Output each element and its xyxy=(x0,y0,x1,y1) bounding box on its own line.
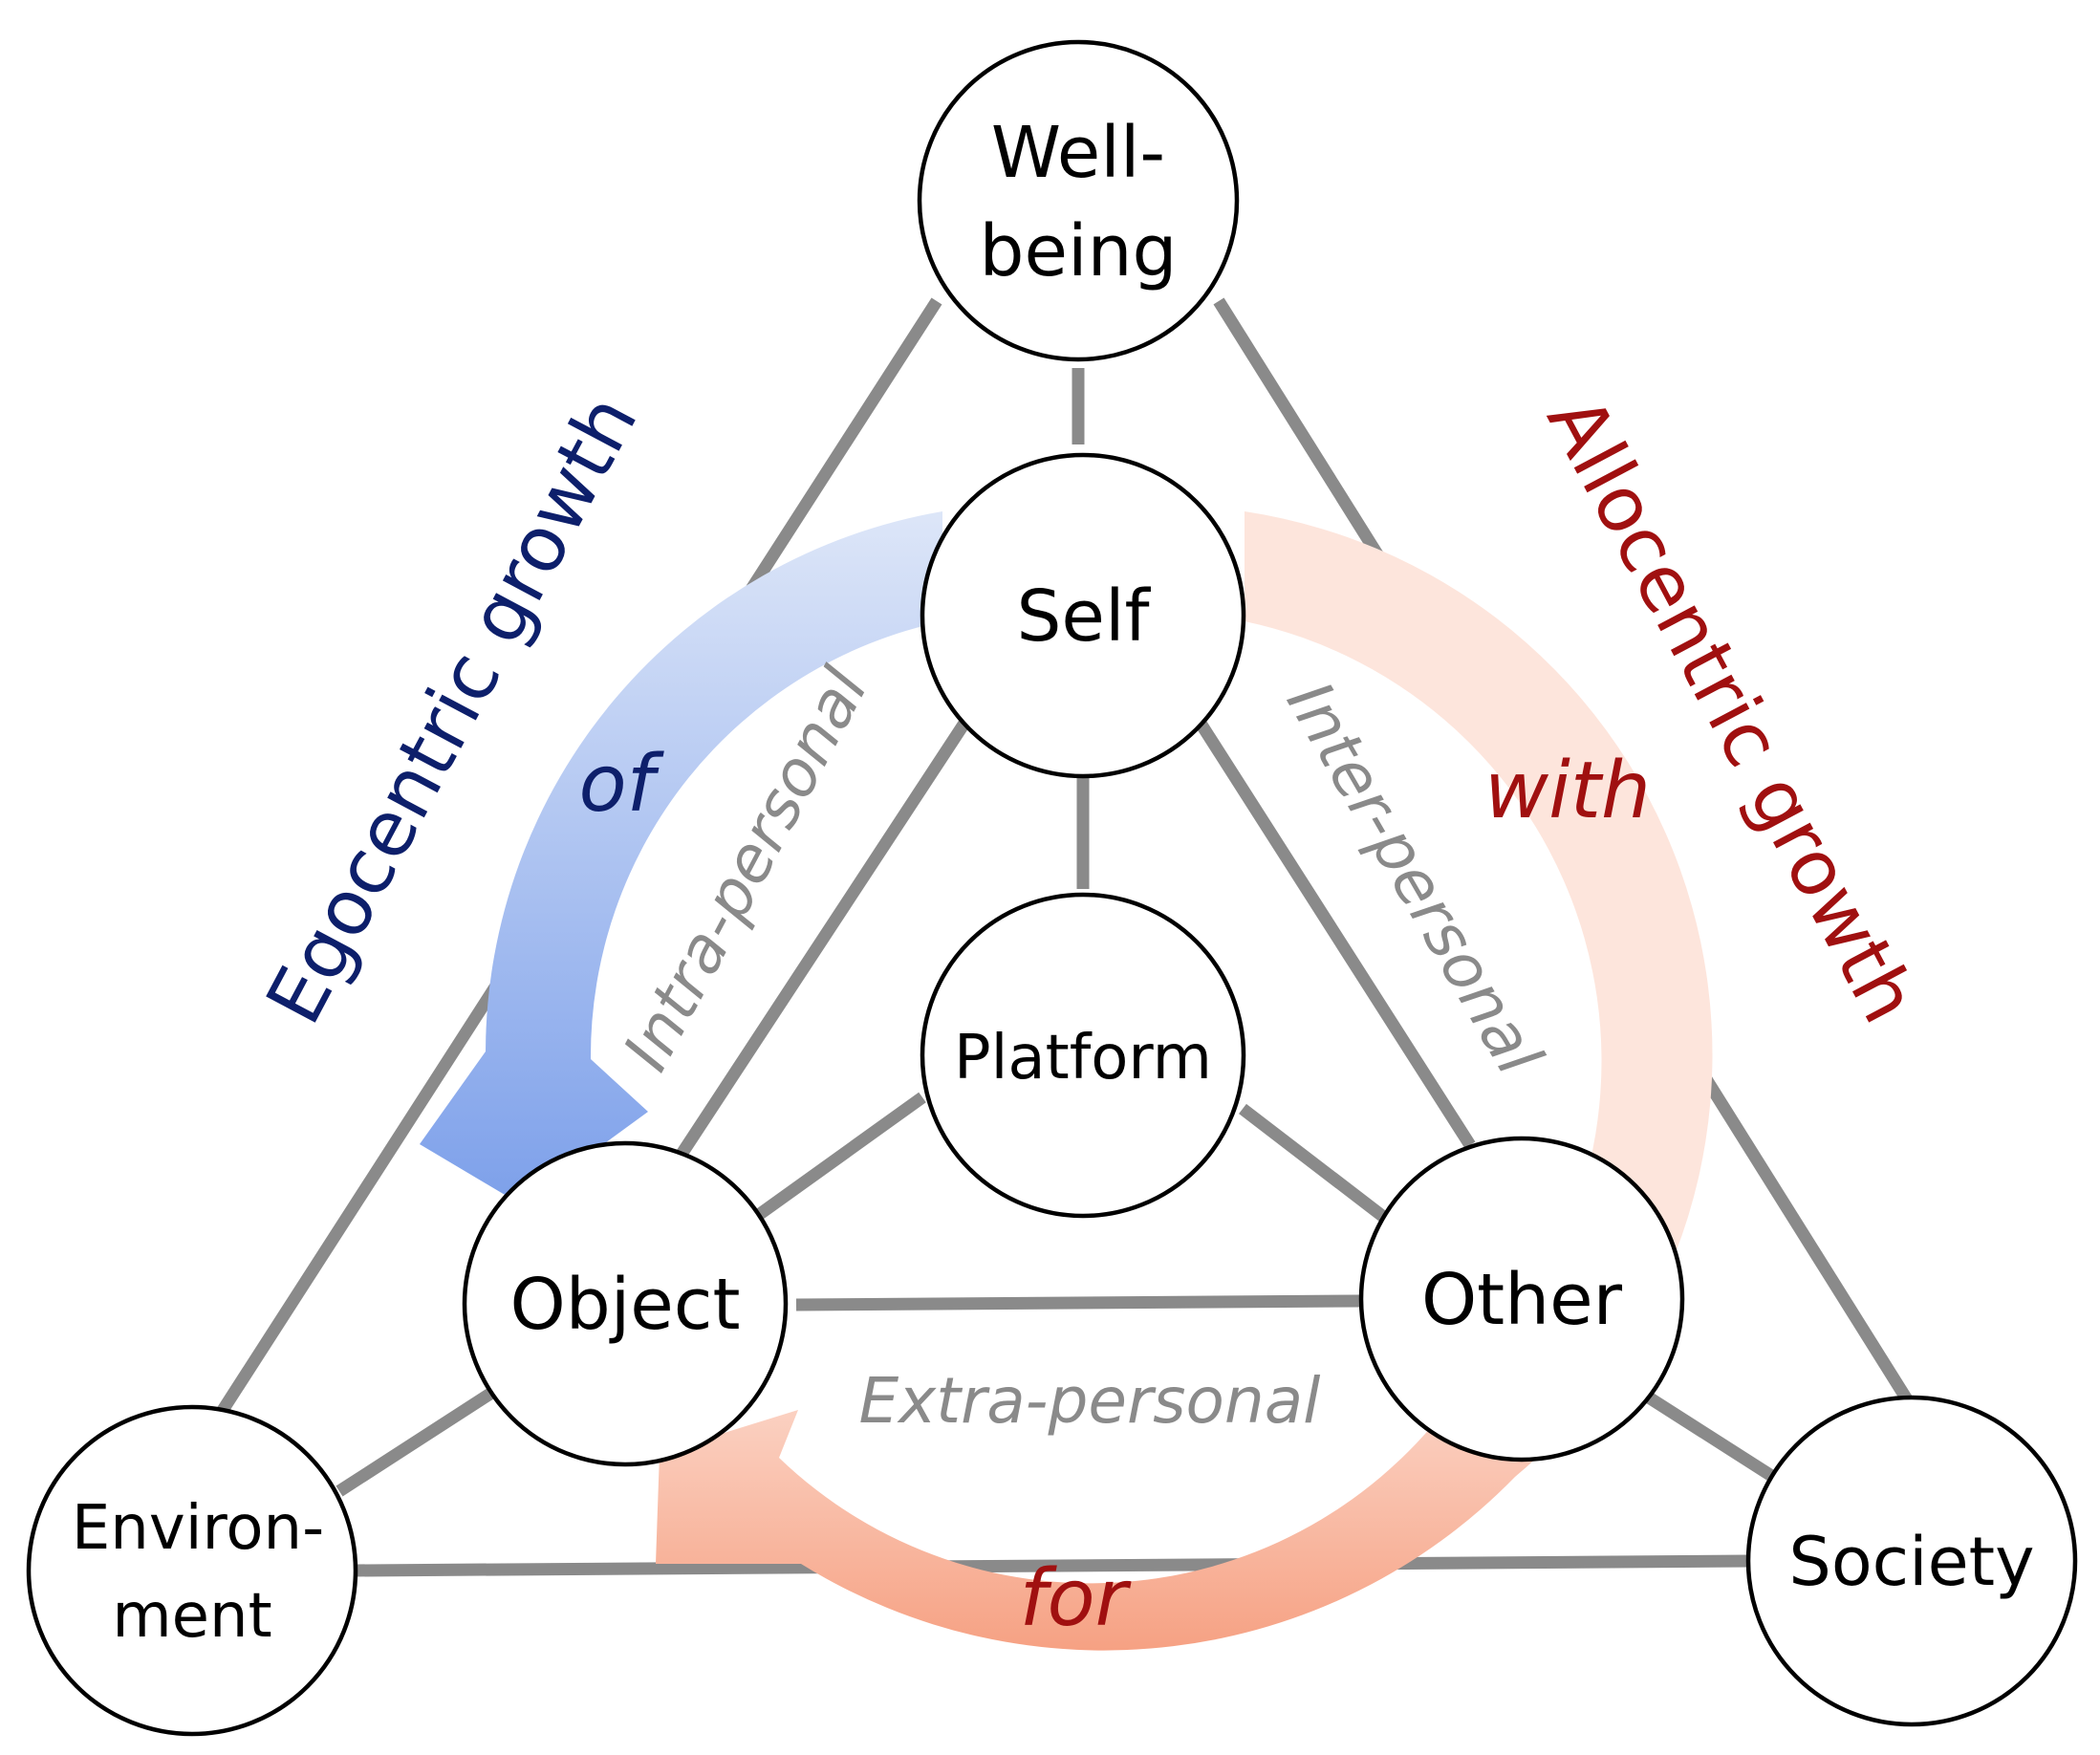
self-label: Self xyxy=(1016,575,1151,658)
edge-self-object xyxy=(671,718,971,1165)
environment-line1: Environ- xyxy=(72,1493,324,1564)
edge-environment-society xyxy=(355,1554,1752,1577)
wellbeing-line1: Well- xyxy=(991,112,1165,194)
society-label: Society xyxy=(1788,1523,2034,1601)
edge-platform-object xyxy=(756,1092,926,1220)
node-platform: Platform xyxy=(920,892,1246,1219)
of-label: of xyxy=(578,739,664,830)
edge-self-other xyxy=(1194,718,1476,1149)
edge-platform-other xyxy=(1239,1103,1390,1224)
allocentric-arrow xyxy=(656,511,1713,1651)
node-environment: Environ- ment xyxy=(26,1404,358,1737)
edge-object-other xyxy=(795,1294,1361,1311)
node-self: Self xyxy=(920,452,1246,779)
edge-other-society xyxy=(1645,1392,1777,1483)
with-label: with xyxy=(1484,746,1651,836)
egocentric-arrow xyxy=(420,511,942,1204)
wellbeing-line2: being xyxy=(980,210,1178,292)
node-other: Other xyxy=(1358,1136,1685,1462)
object-label: Object xyxy=(509,1264,740,1346)
platform-label: Platform xyxy=(954,1023,1212,1094)
node-object: Object xyxy=(462,1140,789,1467)
environment-line2: ment xyxy=(112,1581,271,1652)
node-wellbeing: Well- being xyxy=(917,39,1240,362)
node-society: Society xyxy=(1745,1395,2078,1727)
for-label: for xyxy=(1020,1553,1132,1644)
other-label: Other xyxy=(1421,1259,1623,1341)
edge-object-environment xyxy=(336,1386,497,1497)
extra-personal-label: Extra-personal xyxy=(858,1364,1321,1438)
